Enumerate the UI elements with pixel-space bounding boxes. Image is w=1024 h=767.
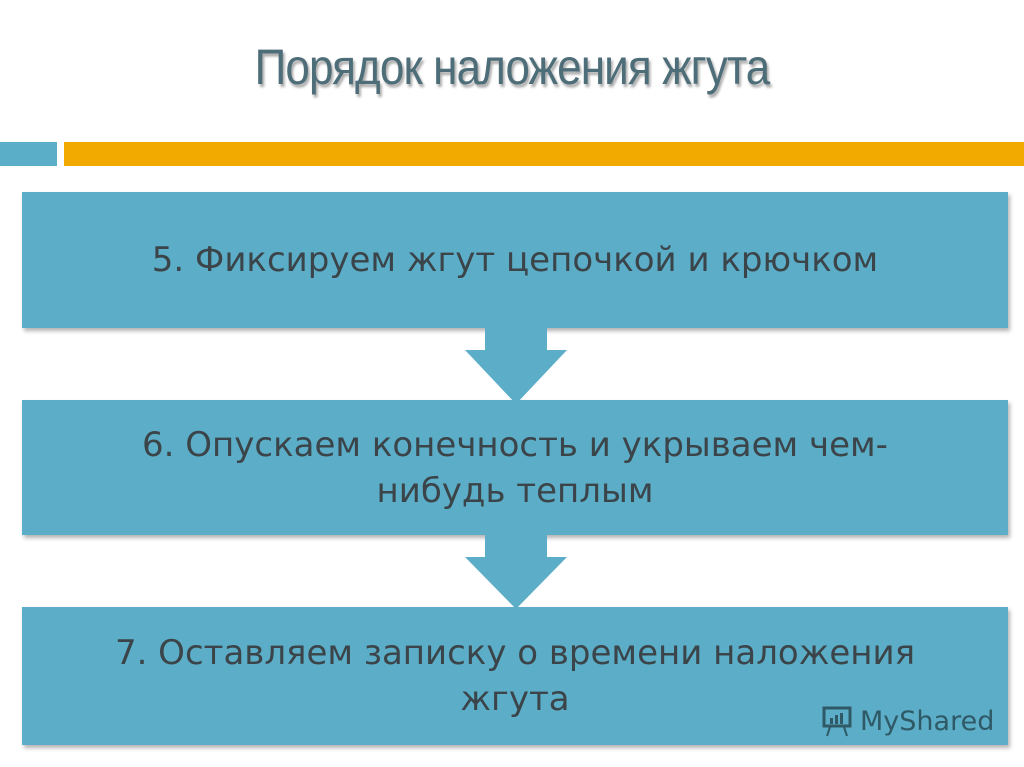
step-6-box: 6. Опускаем конечность и укрываем чем-ни… — [22, 400, 1008, 535]
down-arrow-icon — [465, 535, 567, 609]
down-arrow-icon — [465, 328, 567, 404]
slide-title: Порядок наложения жгута — [254, 39, 771, 95]
step-7-box: 7. Оставляем записку о времени наложения… — [22, 607, 1008, 745]
decor-bar-orange — [64, 142, 1024, 166]
watermark-text: MyShared — [860, 705, 995, 737]
presentation-board-icon — [822, 706, 852, 737]
step-5-box: 5. Фиксируем жгут цепочкой и крючком — [22, 192, 1008, 328]
watermark-logo: MyShared — [820, 705, 994, 737]
decor-bar-blue — [0, 142, 57, 166]
